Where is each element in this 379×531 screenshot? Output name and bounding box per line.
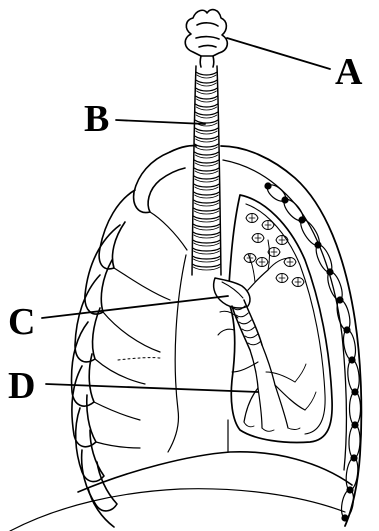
trachea-ring <box>195 128 218 131</box>
leader-line-d <box>46 384 258 392</box>
trachea-ring <box>195 120 218 123</box>
intercostal-oval <box>350 392 361 425</box>
trachea-ring <box>192 256 220 259</box>
intercostal-node <box>349 357 355 363</box>
intercostal-node <box>352 422 358 428</box>
intercostal-node <box>347 487 353 493</box>
intercostal-oval <box>349 425 361 458</box>
intercostal-node <box>344 327 350 333</box>
intercostal-node <box>352 389 358 395</box>
trachea-ring <box>194 168 219 171</box>
trachea-ring <box>192 264 221 267</box>
trachea-ring <box>193 224 220 227</box>
trachea-ring <box>193 200 219 203</box>
trachea-ring <box>193 248 221 251</box>
trachea-ring <box>194 160 219 163</box>
trachea <box>192 66 221 275</box>
trachea-ring <box>195 144 219 147</box>
trachea-ring <box>194 184 219 187</box>
leader-line-a <box>227 38 330 69</box>
trachea-ring <box>196 88 218 91</box>
intercostal-node <box>315 242 321 248</box>
intercostal-oval <box>335 299 353 331</box>
leader-line-b <box>116 120 205 124</box>
intercostal-node <box>299 217 305 223</box>
trachea-ring <box>195 136 219 139</box>
trachea-ring <box>193 240 221 243</box>
trachea-ring <box>194 152 218 155</box>
trachea-ring <box>193 232 220 235</box>
intercostal-oval <box>340 489 356 519</box>
intercostal-node <box>327 269 333 275</box>
intercostal-oval <box>347 359 361 392</box>
label-b: B <box>84 98 109 140</box>
trachea-ring <box>195 96 217 99</box>
intercostal-node <box>342 515 348 521</box>
trachea-ring <box>195 104 217 107</box>
intercostal-node <box>265 183 271 189</box>
rib-cage <box>72 152 187 527</box>
trachea-ring <box>193 208 219 211</box>
label-c: C <box>8 301 35 343</box>
leader-line-c <box>42 296 228 318</box>
trachea-ring <box>194 192 220 195</box>
trachea-ring <box>194 176 219 179</box>
intercostal-node <box>351 455 357 461</box>
label-a: A <box>335 51 363 93</box>
trachea-ring <box>196 80 218 83</box>
label-d: D <box>8 365 35 407</box>
trachea-ring <box>195 112 218 115</box>
trachea-ring <box>193 216 220 219</box>
intercostal-node <box>282 197 288 203</box>
trachea-ring <box>196 72 217 75</box>
larynx <box>185 10 227 67</box>
intercostal-node <box>337 297 343 303</box>
